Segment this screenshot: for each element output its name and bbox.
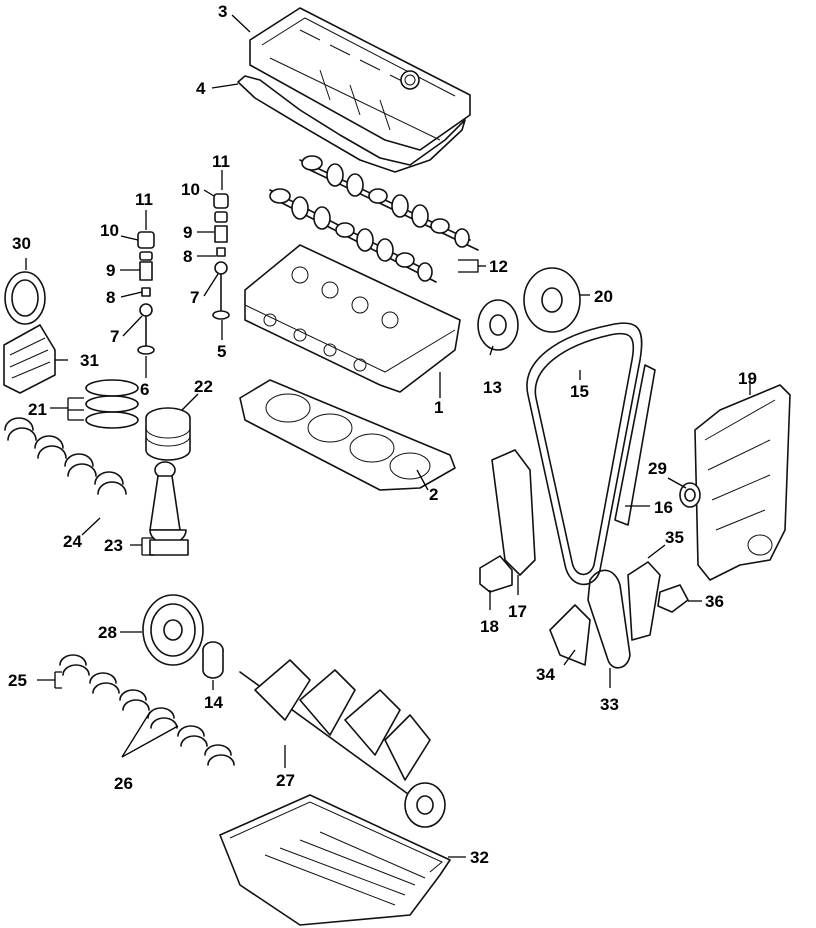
callout-12: 12 xyxy=(489,257,508,276)
callout-4: 4 xyxy=(196,79,206,98)
callout-24: 24 xyxy=(63,532,82,551)
callout-7a: 7 xyxy=(110,327,119,346)
valve-train-right[interactable] xyxy=(212,193,230,320)
camshaft-lower[interactable] xyxy=(269,188,437,283)
callout-8a: 8 xyxy=(106,288,115,307)
callout-21: 21 xyxy=(28,400,47,419)
crankshaft-spacer[interactable] xyxy=(202,641,224,679)
timing-chain[interactable] xyxy=(526,322,643,586)
cylinder-head[interactable] xyxy=(244,244,461,393)
callout-5: 5 xyxy=(217,342,226,361)
crankshaft-pulley[interactable] xyxy=(142,594,204,666)
crankshaft[interactable] xyxy=(239,659,446,828)
camshaft-upper[interactable] xyxy=(299,155,479,251)
front-crank-seal[interactable] xyxy=(679,482,701,508)
callout-30: 30 xyxy=(12,234,31,253)
rear-main-seal[interactable] xyxy=(4,271,46,325)
callout-35: 35 xyxy=(665,528,684,547)
callout-22: 22 xyxy=(194,377,213,396)
callout-36: 36 xyxy=(705,592,724,611)
callout-23: 23 xyxy=(104,536,123,555)
callout-9a: 9 xyxy=(106,261,115,280)
callout-32: 32 xyxy=(470,848,489,867)
callout-9b: 9 xyxy=(183,223,192,242)
piston-rings[interactable] xyxy=(85,379,139,429)
callout-18: 18 xyxy=(480,617,499,636)
callout-labels: 3 4 12 1 2 11 10 9 8 7 5 11 10 9 8 7 6 3… xyxy=(8,2,757,867)
callout-2: 2 xyxy=(429,485,438,504)
oil-separator-plate[interactable] xyxy=(3,324,56,394)
valve-cover[interactable] xyxy=(249,7,471,151)
timing-guide-right[interactable] xyxy=(614,364,656,526)
callout-3: 3 xyxy=(218,2,227,21)
oil-pump-chain[interactable] xyxy=(587,569,631,669)
callout-34: 34 xyxy=(536,665,555,684)
callout-25: 25 xyxy=(8,671,27,690)
callout-33: 33 xyxy=(600,695,619,714)
callout-11b: 11 xyxy=(212,152,230,171)
callout-31: 31 xyxy=(80,351,99,370)
valve-cover-gasket[interactable] xyxy=(237,75,466,173)
callout-16: 16 xyxy=(654,498,673,517)
callout-10b: 10 xyxy=(181,180,200,199)
callout-28: 28 xyxy=(98,623,117,642)
callout-11a: 11 xyxy=(135,190,153,209)
timing-cover[interactable] xyxy=(694,384,791,581)
timing-guide-left[interactable] xyxy=(491,449,536,576)
connecting-rod[interactable] xyxy=(149,461,189,556)
callout-10a: 10 xyxy=(100,221,119,240)
callout-1: 1 xyxy=(434,398,443,417)
callout-13: 13 xyxy=(483,378,502,397)
callout-19: 19 xyxy=(738,369,757,388)
chain-tensioner[interactable] xyxy=(479,555,513,593)
callout-29: 29 xyxy=(648,459,667,478)
callout-6: 6 xyxy=(140,380,149,399)
lower-chain-tensioner[interactable] xyxy=(657,584,689,613)
leader-lines xyxy=(25,14,751,858)
callout-14: 14 xyxy=(204,693,223,712)
oil-pump-guide[interactable] xyxy=(549,604,591,666)
callout-20: 20 xyxy=(594,287,613,306)
main-bearings[interactable] xyxy=(59,654,235,766)
piston[interactable] xyxy=(145,407,191,461)
oil-pan[interactable] xyxy=(219,794,451,926)
callout-8b: 8 xyxy=(183,247,192,266)
lower-chain-guide[interactable] xyxy=(627,561,661,641)
callout-26: 26 xyxy=(114,774,133,793)
callout-27: 27 xyxy=(276,771,295,790)
cam-sprocket-small[interactable] xyxy=(477,299,519,351)
callout-7b: 7 xyxy=(190,288,199,307)
cam-sprocket-large[interactable] xyxy=(523,267,581,333)
callout-15: 15 xyxy=(570,382,589,401)
valve-train-left[interactable] xyxy=(137,231,155,355)
callout-17: 17 xyxy=(508,602,527,621)
head-gasket[interactable] xyxy=(239,379,456,491)
rod-bearings[interactable] xyxy=(4,417,127,495)
